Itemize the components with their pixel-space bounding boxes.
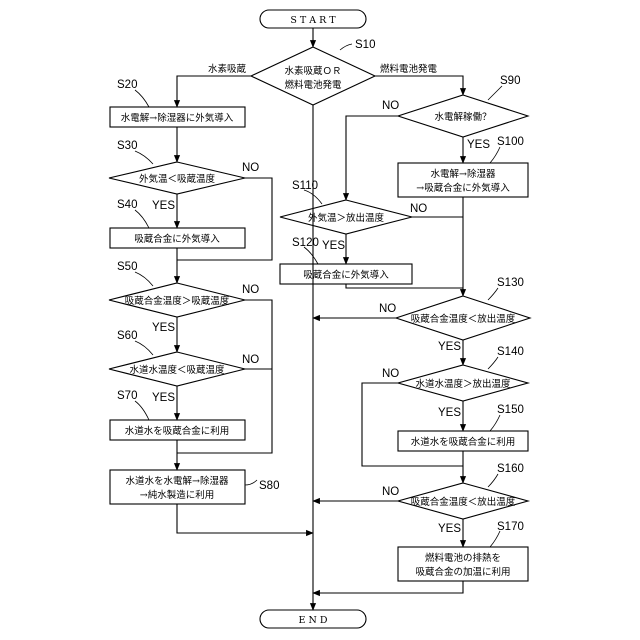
s110-label: 外気温＞放出温度 xyxy=(308,212,385,224)
step-s40: S40 xyxy=(117,199,137,211)
step-s110: S110 xyxy=(292,180,318,192)
s120-leader xyxy=(304,247,318,264)
step-s160: S160 xyxy=(497,463,524,475)
step-s80: S80 xyxy=(259,480,279,492)
s170-label-line1: 燃料電池の排熱を xyxy=(425,552,501,564)
s20-label: 水電解→除湿器に外気導入 xyxy=(121,112,234,124)
step-s50: S50 xyxy=(117,261,137,273)
step-s170: S170 xyxy=(497,521,524,533)
s90-label: 水電解稼働？ xyxy=(434,111,491,123)
s90-no-label: NO xyxy=(382,100,399,112)
step-s90: S90 xyxy=(500,75,520,87)
s80-label-line2: →純水製造に利用 xyxy=(140,489,214,501)
end-label: E N D xyxy=(299,615,328,626)
s30-label: 外気温＜吸蔵温度 xyxy=(139,173,216,185)
s130-label: 吸蔵合金温度＜放出温度 xyxy=(411,313,516,325)
s30-leader xyxy=(135,151,153,164)
s100-label-line1: 水電解→除湿器 xyxy=(431,168,496,180)
s140-label: 水道水温度＞放出温度 xyxy=(415,378,511,390)
step-s140: S140 xyxy=(497,346,524,358)
s120-label: 吸蔵合金に外気導入 xyxy=(303,269,389,281)
step-s20: S20 xyxy=(117,79,137,91)
flow-s170-main xyxy=(313,581,463,593)
s10-label-line2: 燃料電池発電 xyxy=(284,79,342,91)
s80-label-line1: 水道水を水電解→除湿器 xyxy=(126,475,229,487)
s110-no-label: NO xyxy=(410,203,427,215)
s20-leader xyxy=(135,90,149,107)
flow-s90-s110 xyxy=(346,116,398,200)
s40-leader xyxy=(135,210,149,228)
s70-leader xyxy=(135,401,149,420)
s130-no-label: NO xyxy=(379,303,396,315)
step-s70: S70 xyxy=(117,390,137,402)
s100-leader xyxy=(490,147,500,163)
s140-no-label: NO xyxy=(382,368,399,380)
s80-leader xyxy=(245,480,257,485)
flow-s80-main xyxy=(177,504,313,533)
s140-leader xyxy=(488,357,498,369)
s10-label-line1: 水素吸蔵ＯＲ xyxy=(284,65,341,77)
s60-leader xyxy=(135,341,153,355)
flow-s10-s90 xyxy=(375,76,463,95)
s170-leader xyxy=(490,531,500,547)
s150-leader xyxy=(490,415,500,431)
s150-label: 水道水を吸蔵合金に利用 xyxy=(411,436,516,448)
s60-yes-label: YES xyxy=(152,392,175,404)
s160-label: 吸蔵合金温度＜放出温度 xyxy=(411,496,516,508)
step-s30: S30 xyxy=(117,140,137,152)
branch-fuelcell-label: 燃料電池発電 xyxy=(380,63,438,75)
s160-yes-label: YES xyxy=(438,523,461,535)
flow-s120-merge xyxy=(346,284,463,288)
flow-s10-s20 xyxy=(177,76,251,107)
s50-no-label: NO xyxy=(242,284,259,296)
s50-yes-label: YES xyxy=(152,322,175,334)
step-s150: S150 xyxy=(497,404,524,416)
s90-leader xyxy=(488,86,502,100)
s130-yes-label: YES xyxy=(438,341,461,353)
s100-label-line2: →吸蔵合金に外気導入 xyxy=(416,182,510,194)
s50-leader xyxy=(135,272,153,286)
s40-label: 吸蔵合金に外気導入 xyxy=(134,233,220,245)
step-s130: S130 xyxy=(497,277,524,289)
branch-absorb-label: 水素吸蔵 xyxy=(208,63,247,75)
s130-leader xyxy=(488,288,498,300)
s30-yes-label: YES xyxy=(152,200,175,212)
s70-label: 水道水を吸蔵合金に利用 xyxy=(125,425,230,437)
s60-no-label: NO xyxy=(242,354,259,366)
s170-label-line2: 吸蔵合金の加温に利用 xyxy=(415,566,510,578)
s30-no-label: NO xyxy=(242,162,259,174)
step-s120: S120 xyxy=(292,237,319,249)
s140-yes-label: YES xyxy=(438,407,461,419)
s160-no-label: NO xyxy=(382,486,399,498)
step-s10: S10 xyxy=(355,39,375,51)
step-s60: S60 xyxy=(117,330,137,342)
step-s100: S100 xyxy=(497,136,524,148)
s10-leader xyxy=(340,44,352,50)
s60-label: 水道水温度＜吸蔵温度 xyxy=(129,364,225,376)
s50-label: 吸蔵合金温度＞吸蔵温度 xyxy=(125,295,230,307)
s90-yes-label: YES xyxy=(467,139,490,151)
s110-yes-label: YES xyxy=(322,240,345,252)
s160-leader xyxy=(488,474,498,487)
start-label: S T A R T xyxy=(290,15,336,26)
